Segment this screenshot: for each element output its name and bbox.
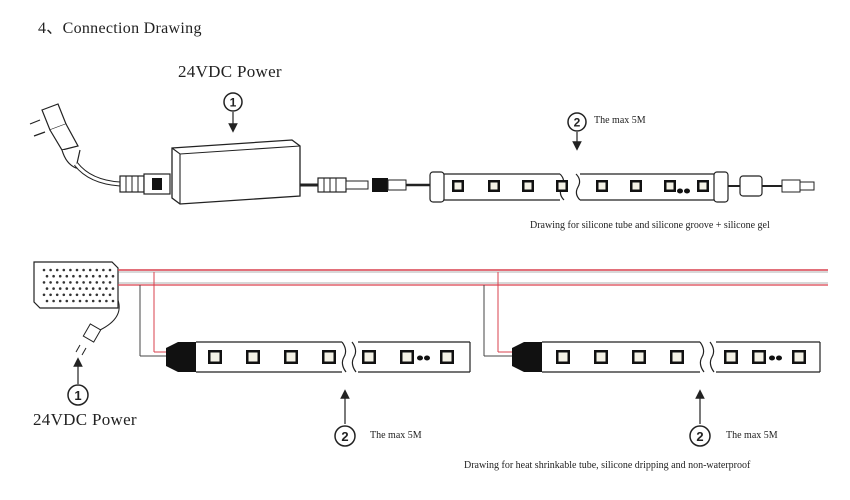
led-strip-bottom-right	[512, 341, 821, 373]
led-chip	[284, 350, 298, 364]
led-chip	[208, 350, 222, 364]
caption-silicone-tube: Drawing for silicone tube and silicone g…	[530, 220, 770, 231]
power-label-top: 24VDC Power	[178, 62, 282, 81]
power-supply-bottom	[33, 261, 119, 309]
led-chip	[630, 180, 642, 192]
led-chip	[670, 350, 684, 364]
led-chip	[792, 350, 806, 364]
dc-female-connector	[372, 178, 388, 192]
max-length-label-bottom-right: The max 5M	[726, 430, 778, 441]
led-chip	[246, 350, 260, 364]
led-chip	[400, 350, 414, 364]
callout-2-bottom-right-number: 2	[696, 429, 703, 444]
led-chip	[522, 180, 534, 192]
callout-2-bottom-left-number: 2	[341, 429, 348, 444]
wall-plug-bottom	[75, 299, 120, 356]
led-chip	[596, 180, 608, 192]
led-chip	[488, 180, 500, 192]
callout-2-bottom-left	[334, 425, 356, 447]
led-chip	[440, 350, 454, 364]
led-chip	[752, 350, 766, 364]
led-chip	[697, 180, 709, 192]
led-chip	[452, 180, 464, 192]
led-chip	[724, 350, 738, 364]
resistor-icon	[417, 355, 430, 361]
wall-plug-top	[29, 103, 81, 169]
led-chip	[594, 350, 608, 364]
power-label-bottom: 24VDC Power	[33, 410, 137, 429]
section-title: 4、Connection Drawing	[38, 20, 202, 37]
callout-2-top	[567, 112, 587, 132]
callout-1-bottom	[67, 384, 89, 406]
callout-1-top-number: 1	[230, 96, 237, 110]
led-chip	[632, 350, 646, 364]
caption-heat-shrink: Drawing for heat shrinkable tube, silico…	[464, 460, 751, 471]
max-length-label-top: The max 5M	[594, 115, 646, 126]
led-chip	[664, 180, 676, 192]
callout-1-bottom-number: 1	[74, 388, 81, 403]
led-chips-top	[452, 180, 709, 194]
led-strip-bottom-left	[166, 341, 471, 373]
strip-end-connector	[739, 175, 763, 197]
max-length-label-bottom-left: The max 5M	[370, 430, 422, 441]
led-strip-silicone-tube	[429, 171, 729, 203]
resistor-icon	[769, 355, 782, 361]
led-chip	[556, 180, 568, 192]
callout-2-top-number: 2	[574, 116, 581, 130]
led-chip	[322, 350, 336, 364]
dc-output-plug	[317, 177, 347, 193]
power-supply-top	[171, 139, 301, 205]
led-chip	[556, 350, 570, 364]
callout-2-bottom-right	[689, 425, 711, 447]
resistor-icon	[677, 188, 690, 194]
callout-1-top	[223, 92, 243, 112]
led-chip	[362, 350, 376, 364]
